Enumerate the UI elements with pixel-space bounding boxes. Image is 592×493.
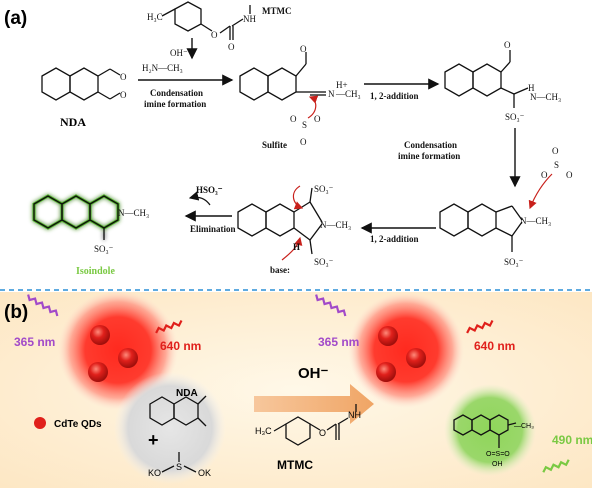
svg-text:O: O (314, 114, 321, 124)
nda-structure-b (149, 395, 207, 427)
ex-365-left: 365 nm (14, 335, 55, 349)
svg-text:O: O (120, 90, 127, 100)
hso3-label: HSO₃⁻ (196, 185, 223, 195)
plus-sign: + (148, 430, 159, 450)
panel-b-label: (b) (4, 302, 28, 323)
qd-dot (406, 348, 426, 368)
svg-text:NH: NH (348, 410, 361, 420)
iminium-so3: SO₃⁻ (504, 257, 524, 267)
qd-dot (90, 325, 110, 345)
oh-arrow (254, 384, 374, 424)
cyclic-iminium (439, 203, 523, 252)
sulfonate-so3: SO₃⁻ (505, 112, 525, 122)
imine-intermediate: O (239, 44, 326, 101)
condensation-2: Condensation (404, 140, 457, 150)
emission-wave-right (466, 320, 494, 334)
excitation-wave-right (315, 294, 347, 317)
red-glow-right (348, 292, 464, 408)
em-640-right: 640 nm (474, 339, 515, 353)
svg-text:O: O (228, 42, 235, 52)
oh-label-a: OH⁻ (170, 48, 188, 58)
emission-wave-green (542, 459, 570, 473)
imine-n: N (328, 89, 335, 99)
condensation-1: Condensation (150, 88, 203, 98)
sulfite-label: Sulfite (262, 140, 287, 150)
em-490: 490 nm (552, 433, 592, 447)
sulfite-ion-2: S O O O (528, 146, 573, 210)
qd-dot (378, 326, 398, 346)
nda-label-b: NDA (176, 388, 198, 399)
bis-so3-top: SO₃⁻ (314, 184, 334, 194)
excitation-wave-left (27, 294, 59, 317)
isoindole-so3: SO₃⁻ (94, 244, 114, 254)
base-label: base: (270, 265, 290, 275)
mtmc-label-bottom: MTMC (277, 458, 313, 472)
svg-text:O: O (300, 137, 307, 147)
bis-h: H (293, 242, 300, 252)
iminium-n: N—CH₃ (520, 216, 551, 226)
isoindole-structure-b (453, 414, 517, 448)
svg-text:S: S (302, 120, 307, 130)
svg-text:O: O (300, 44, 307, 54)
qd-dot (88, 362, 108, 382)
addition-1: 1, 2-addition (370, 91, 419, 101)
svg-text:H₃C: H₃C (147, 12, 163, 22)
elimination-label: Elimination (190, 224, 236, 234)
addition-2: 1, 2-addition (370, 234, 419, 244)
ok-label: OK (198, 468, 211, 478)
svg-text:O: O (504, 40, 511, 50)
sulfonate-nch3: H (528, 83, 535, 93)
so3h-label: O=S=O (486, 451, 510, 458)
svg-text:S: S (554, 160, 559, 170)
isoindole-b-nch3: —CH₃ (514, 423, 534, 430)
sulfite-ion: S O O O (290, 95, 321, 147)
imine-h-plus: H+ (336, 80, 348, 90)
emission-wave-left (155, 320, 183, 334)
isoindole-label: Isoindole (76, 266, 115, 277)
em-640-left: 640 nm (160, 339, 201, 353)
imine-formation-1: imine formation (144, 99, 206, 109)
ex-365-right: 365 nm (318, 335, 359, 349)
qd-dot (118, 348, 138, 368)
svg-text:NH: NH (243, 14, 256, 24)
svg-text:O: O (541, 170, 548, 180)
isoindole-n: N—CH₃ (118, 208, 149, 218)
svg-text:O: O (552, 146, 559, 156)
nda-label: NDA (60, 115, 86, 129)
sulfonate-n-ch3: N—CH₃ (530, 92, 561, 102)
mtmc-label-top: MTMC (262, 6, 292, 16)
cdte-legend-label: CdTe QDs (54, 419, 102, 430)
grey-glow (114, 372, 226, 484)
panel-a-label: (a) (4, 8, 27, 29)
bis-nch3: N—CH₃ (320, 220, 351, 230)
imine-formation-2: imine formation (398, 151, 460, 161)
svg-text:O: O (319, 428, 326, 438)
ko-label: KO (148, 468, 161, 478)
nda-structure: O O (41, 67, 127, 101)
svg-text:H₃C: H₃C (255, 426, 272, 436)
mtmc-structure-bottom: H₃C O NH (255, 404, 361, 446)
oh-label-b: OH⁻ (298, 365, 329, 382)
bis-so3-bottom: SO₃⁻ (314, 257, 334, 267)
svg-text:O: O (211, 30, 218, 40)
svg-text:O: O (120, 72, 127, 82)
imine-ch3: —CH₃ (335, 89, 361, 99)
qd-dot (376, 362, 396, 382)
svg-text:O: O (290, 114, 297, 124)
cdte-legend-dot (34, 417, 46, 429)
isoindole-structure (32, 194, 120, 240)
oh-sub-label: OH (492, 461, 503, 468)
svg-text:O: O (566, 170, 573, 180)
mtmc-structure-top: H₃C O O NH (147, 1, 256, 52)
s-label: S (176, 462, 182, 472)
sulfonate-intermediate: O (444, 40, 529, 108)
amine-label: H₂N—CH₃ (142, 63, 183, 73)
bis-sulfonate (237, 185, 323, 261)
